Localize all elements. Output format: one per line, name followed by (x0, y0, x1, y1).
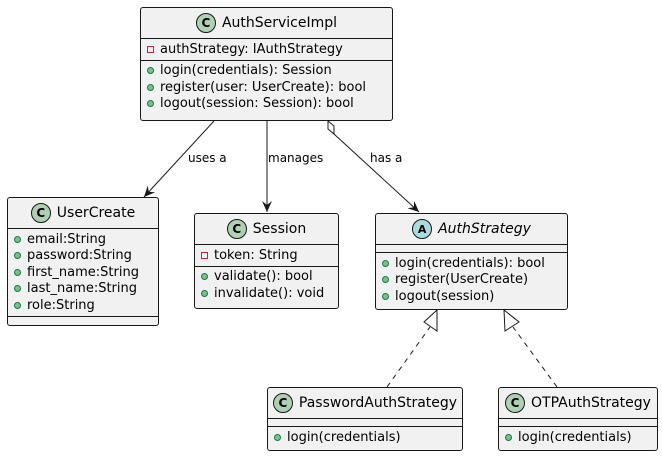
attributes-section: email:String password:String first_name:… (8, 229, 158, 317)
attribute-text: last_name:String (27, 281, 137, 297)
public-visibility-icon (147, 67, 154, 75)
class-header: A AuthStrategy (376, 214, 567, 245)
attribute-text: authStrategy: IAuthStrategy (160, 41, 343, 57)
class-badge-icon: C (272, 393, 293, 413)
class-badge-icon: C (226, 219, 247, 239)
attribute-row: password:String (14, 248, 152, 265)
edge-uses (143, 120, 215, 198)
public-visibility-icon (382, 259, 389, 267)
aggregation-diamond (327, 119, 335, 136)
method-row: login(credentials): bool (382, 255, 561, 272)
attribute-row: email:String (14, 231, 152, 248)
class-user-create[interactable]: C UserCreate email:String password:Strin… (7, 197, 159, 326)
public-visibility-icon (14, 301, 21, 309)
method-text: login(credentials) (287, 429, 401, 445)
abstract-badge-icon: A (412, 219, 433, 239)
public-visibility-icon (14, 235, 21, 243)
attribute-row: authStrategy: IAuthStrategy (147, 41, 386, 58)
class-name: UserCreate (56, 205, 136, 221)
attribute-row: token: String (201, 247, 332, 264)
attributes-section (376, 245, 567, 253)
method-text: login(credentials): Session (160, 63, 332, 79)
attributes-section: authStrategy: IAuthStrategy (141, 39, 392, 61)
class-name: AuthServiceImpl (221, 15, 338, 31)
public-visibility-icon (14, 252, 21, 260)
method-text: invalidate(): void (214, 285, 325, 301)
class-header: C UserCreate (8, 198, 158, 229)
class-badge-icon: C (195, 13, 216, 33)
method-text: validate(): bool (214, 269, 313, 285)
method-row: register(user: UserCreate): bool (147, 79, 386, 96)
class-name: OTPAuthStrategy (531, 395, 651, 411)
method-row: login(credentials): Session (147, 63, 386, 80)
class-header: C AuthServiceImpl (141, 8, 392, 39)
public-visibility-icon (201, 273, 208, 281)
attribute-row: last_name:String (14, 281, 152, 298)
methods-section: login(credentials) (499, 427, 657, 448)
class-name: AuthStrategy (438, 221, 531, 237)
attributes-section (268, 419, 462, 427)
public-visibility-icon (382, 292, 389, 300)
edge-label-uses: uses a (188, 151, 227, 165)
method-row: register(UserCreate) (382, 272, 561, 289)
method-text: logout(session) (395, 288, 495, 304)
public-visibility-icon (505, 433, 512, 441)
class-badge-icon: C (505, 393, 526, 413)
method-text: register(UserCreate) (395, 272, 529, 288)
methods-section: login(credentials) (268, 427, 462, 448)
attribute-row: role:String (14, 297, 152, 314)
method-row: login(credentials) (505, 429, 651, 446)
class-session[interactable]: C Session token: String validate(): bool… (194, 213, 339, 309)
class-otp-auth-strategy[interactable]: C OTPAuthStrategy login(credentials) (498, 387, 658, 451)
attributes-section (499, 419, 657, 427)
class-auth-strategy[interactable]: A AuthStrategy login(credentials): bool … (375, 213, 568, 310)
edge-realize-otp (512, 326, 558, 388)
methods-section: validate(): bool invalidate(): void (195, 267, 338, 304)
attribute-text: password:String (27, 248, 132, 264)
public-visibility-icon (382, 276, 389, 284)
attribute-text: email:String (27, 231, 107, 247)
method-text: login(credentials) (518, 429, 632, 445)
public-visibility-icon (201, 289, 208, 297)
edge-has (333, 133, 420, 213)
class-name: Session (252, 221, 307, 237)
class-header: C OTPAuthStrategy (499, 388, 657, 419)
method-row: validate(): bool (201, 269, 332, 286)
class-header: C PasswordAuthStrategy (268, 388, 462, 419)
attributes-section: token: String (195, 245, 338, 267)
public-visibility-icon (147, 83, 154, 91)
public-visibility-icon (274, 433, 281, 441)
attribute-text: first_name:String (27, 264, 139, 280)
method-text: register(user: UserCreate): bool (160, 79, 367, 95)
class-header: C Session (195, 214, 338, 245)
edge-realize-password (386, 326, 431, 388)
private-visibility-icon (147, 45, 154, 53)
methods-section: login(credentials): bool register(UserCr… (376, 253, 567, 307)
realize-arrowhead-otp (503, 308, 520, 332)
private-visibility-icon (201, 251, 208, 259)
class-badge-icon: C (30, 203, 51, 223)
attribute-row: first_name:String (14, 264, 152, 281)
method-text: login(credentials): bool (395, 255, 545, 271)
realize-arrowhead-password (423, 308, 438, 332)
public-visibility-icon (147, 100, 154, 108)
edge-label-has: has a (370, 151, 403, 165)
method-row: login(credentials) (274, 429, 456, 446)
methods-section (8, 317, 158, 325)
method-row: invalidate(): void (201, 285, 332, 302)
edge-label-manages: manages (268, 151, 324, 165)
public-visibility-icon (14, 268, 21, 276)
public-visibility-icon (14, 285, 21, 293)
method-row: logout(session: Session): bool (147, 96, 386, 113)
attribute-text: token: String (214, 247, 298, 263)
methods-section: login(credentials): Session register(use… (141, 61, 392, 115)
method-text: logout(session: Session): bool (160, 96, 354, 112)
class-password-auth-strategy[interactable]: C PasswordAuthStrategy login(credentials… (267, 387, 463, 451)
method-row: logout(session) (382, 288, 561, 305)
class-auth-service-impl[interactable]: C AuthServiceImpl authStrategy: IAuthStr… (140, 7, 393, 121)
class-name: PasswordAuthStrategy (298, 395, 458, 411)
attribute-text: role:String (27, 297, 95, 313)
